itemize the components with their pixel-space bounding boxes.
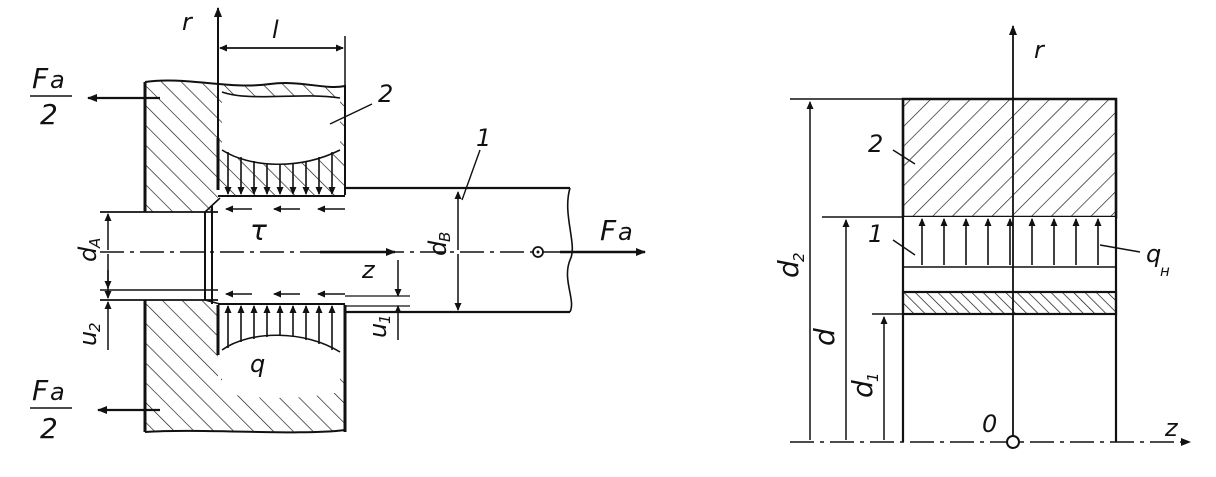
dimension-u1 — [345, 260, 410, 340]
label-u1-sub: 1 — [376, 314, 394, 324]
label-d2: d — [772, 260, 805, 278]
label-d1: d — [846, 380, 879, 398]
label-tau: τ — [250, 214, 267, 247]
pressure-arrows-bottom — [224, 305, 336, 350]
right-figure: r z 0 2 1 q н d 2 d d 1 — [772, 25, 1191, 449]
label-part-2: 2 — [378, 80, 393, 108]
label-r-right: r — [1034, 36, 1046, 64]
label-fa-right: F — [600, 214, 617, 247]
label-dB: d — [424, 240, 452, 256]
label-dA: d — [74, 246, 102, 262]
label-d1-sub: 1 — [864, 372, 882, 382]
label-fa-right-sub: a — [618, 218, 633, 246]
dimension-u2 — [100, 270, 218, 350]
label-z-right: z — [1164, 414, 1179, 442]
label-fa-top-den: 2 — [40, 98, 58, 131]
label-l: l — [272, 16, 279, 44]
label-qH-sub: н — [1160, 262, 1170, 280]
label-fa-bottom-den: 2 — [40, 412, 58, 445]
dimension-l — [219, 36, 346, 86]
label-u2-sub: 2 — [86, 322, 104, 332]
label-d: d — [808, 328, 841, 346]
hub-part-2 — [143, 79, 347, 434]
label-origin: 0 — [982, 410, 997, 438]
label-part-2-right: 2 — [868, 130, 883, 158]
label-u2: u — [74, 331, 102, 346]
label-fa-bottom-sub: a — [50, 378, 65, 406]
label-r: r — [182, 8, 194, 36]
label-u1: u — [364, 323, 392, 338]
pressure-arrows-qH — [918, 218, 1102, 265]
pressure-arrows-top — [224, 152, 336, 195]
label-part-1-right: 1 — [868, 220, 883, 248]
left-figure: r l F a 2 F a 2 F a 2 1 τ z q d A u 2 d … — [30, 7, 646, 445]
label-fa-top: F — [32, 62, 49, 95]
shaft-part-1 — [100, 186, 574, 314]
label-q: q — [250, 350, 265, 378]
label-dA-sub: A — [86, 238, 104, 249]
label-part-1: 1 — [476, 124, 491, 152]
label-d2-sub: 2 — [790, 252, 808, 262]
right-shaft-strip — [901, 290, 1118, 316]
label-dB-sub: B — [436, 232, 454, 242]
label-z: z — [361, 256, 376, 284]
origin-point — [1006, 435, 1020, 449]
label-fa-top-sub: a — [50, 66, 65, 94]
right-part-2-block — [901, 97, 1118, 219]
label-fa-bottom: F — [32, 374, 49, 407]
label-qH: q — [1146, 240, 1161, 268]
